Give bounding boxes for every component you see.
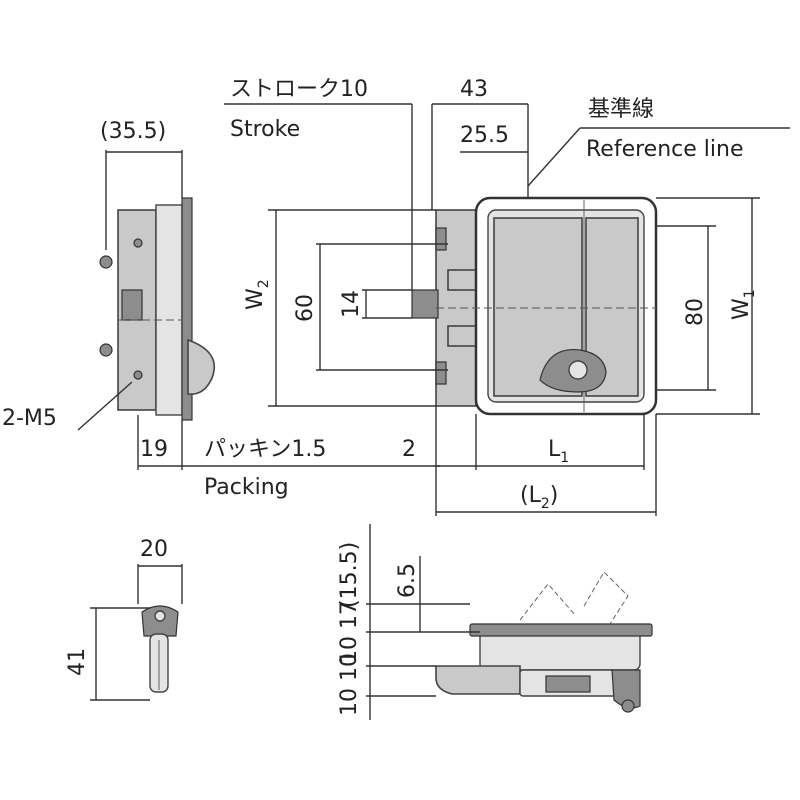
dimension-l1-main: L	[548, 437, 561, 462]
dimension-6-5: 6.5	[395, 563, 420, 598]
dimension-43: 43	[460, 77, 488, 102]
stroke-label-en: Stroke	[230, 117, 300, 142]
dimension-15-5: (15.5)	[337, 542, 362, 608]
dimension-w1-sub: 1	[742, 289, 758, 298]
dimension-w2-main: W	[243, 288, 268, 310]
dimension-10-10: 10 10	[337, 653, 362, 716]
dimension-l1: L1	[548, 437, 569, 466]
reference-label-jp: 基準線	[588, 97, 654, 122]
front-view	[411, 196, 658, 416]
dimension-14: 14	[339, 290, 364, 318]
dimension-l2-open: (L	[520, 483, 542, 508]
key-view	[141, 605, 179, 693]
dimension-l1-sub: 1	[560, 450, 569, 466]
dimension-25-5: 25.5	[460, 123, 509, 148]
stroke-label-jp: ストローク10	[230, 77, 368, 102]
bottom-side-view	[435, 571, 653, 713]
thread-label: 2-M5	[2, 406, 57, 431]
dimension-l2-sub: 2	[541, 496, 550, 512]
dimension-35-5: (35.5)	[100, 119, 166, 144]
packing-label-en: Packing	[204, 475, 289, 500]
dimension-w2-sub: 2	[256, 279, 272, 288]
reference-label-en: Reference line	[586, 137, 743, 162]
dimension-20: 20	[140, 537, 168, 562]
packing-label-jp: パッキン1.5	[204, 437, 326, 462]
dimension-10-17: 10 17	[337, 601, 362, 664]
dimension-w2: W2	[243, 279, 272, 310]
dimension-2: 2	[402, 437, 416, 462]
dimension-19: 19	[140, 437, 168, 462]
dimension-60: 60	[293, 294, 318, 322]
side-view	[99, 197, 216, 421]
dimension-w1-main: W	[729, 298, 754, 320]
dimension-80: 80	[683, 298, 708, 326]
dimension-w1: W1	[729, 289, 758, 320]
dimension-l2: (L2)	[520, 483, 558, 512]
dimension-41: 41	[65, 648, 90, 676]
dimension-l2-close: )	[550, 483, 559, 508]
